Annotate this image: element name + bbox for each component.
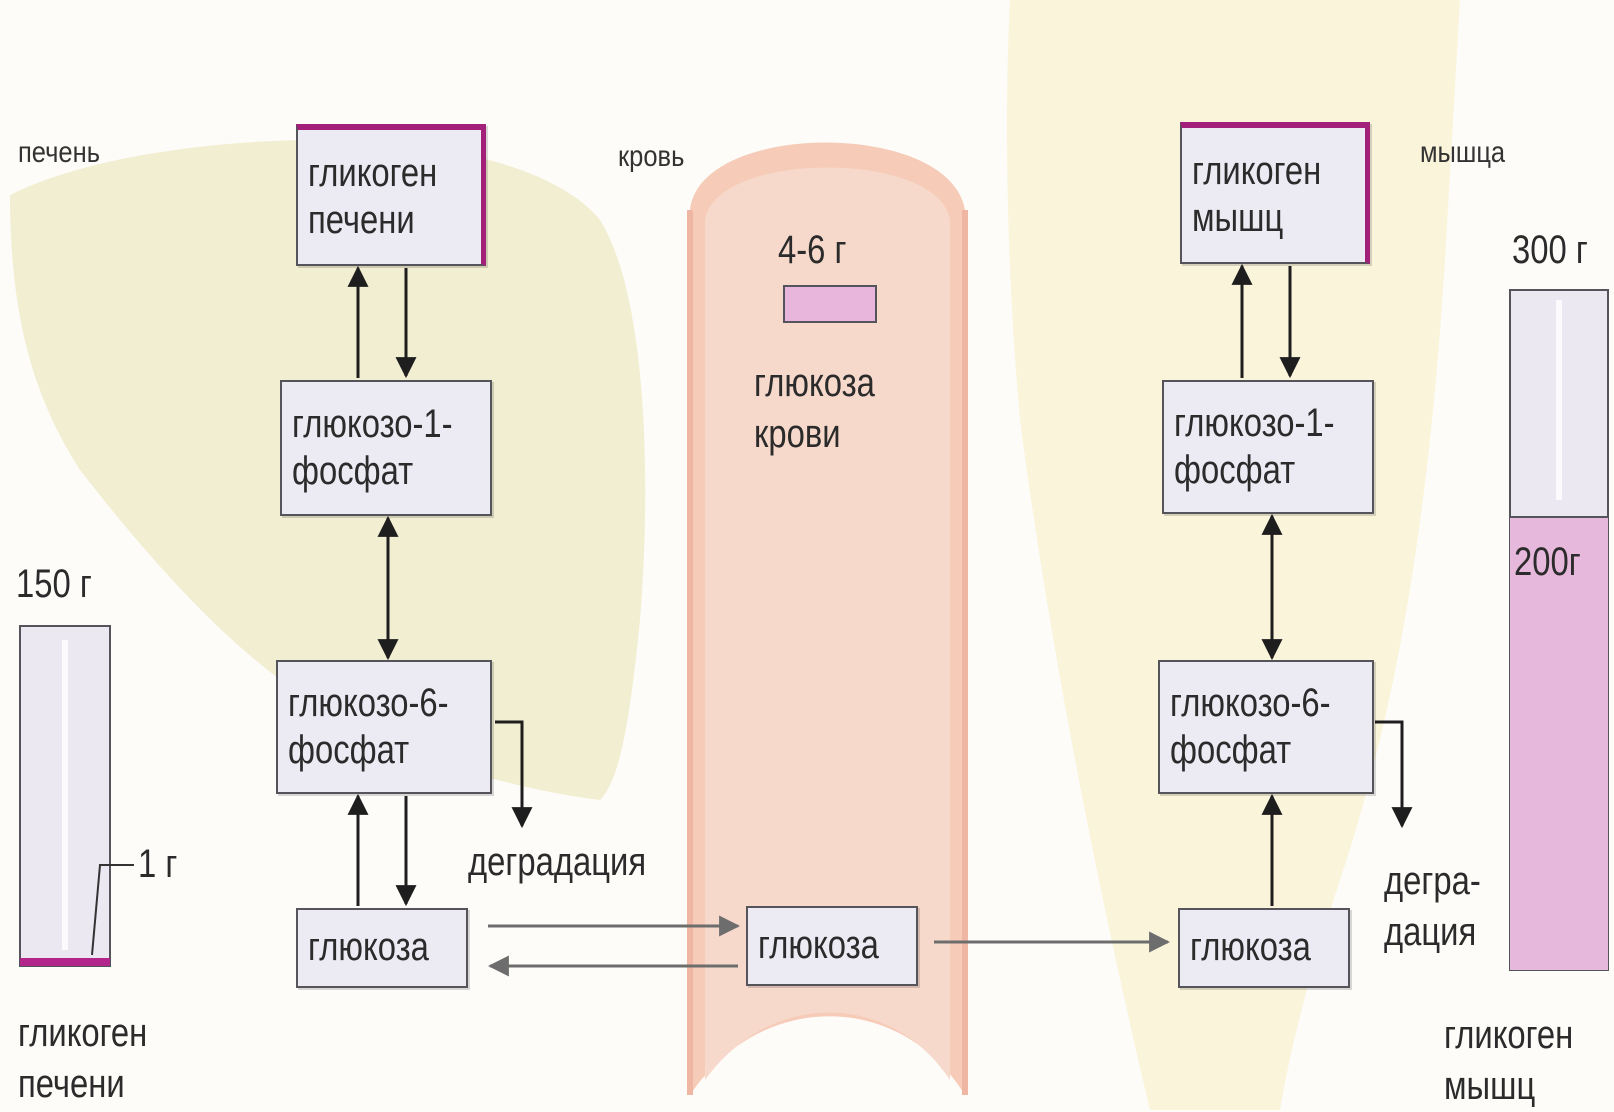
- muscle-gauge-caption: гликоген мышц: [1444, 1010, 1573, 1112]
- liver-glycogen-gauge: [20, 626, 134, 966]
- liver-g6p-box: глюкозо-6- фосфат: [276, 660, 492, 794]
- muscle-glycogen-gauge: [1510, 290, 1608, 970]
- liver-glycogen-box: гликоген печени: [296, 124, 486, 266]
- liver-g1p-label: глюкозо-1- фосфат: [292, 401, 453, 495]
- blood-glucose-label: глюкоза крови: [754, 358, 875, 460]
- liver-gauge-caption: гликоген печени: [18, 1008, 147, 1110]
- muscle-glycogen-box: гликоген мышц: [1180, 122, 1370, 264]
- muscle-glucose-box: глюкоза: [1178, 908, 1350, 988]
- liver-glucose-label: глюкоза: [308, 924, 429, 971]
- blood-region-label: кровь: [618, 140, 684, 174]
- blood-glucose-box: глюкоза: [746, 906, 918, 986]
- muscle-glycogen-label: гликоген мышц: [1192, 148, 1321, 242]
- muscle-g1p-box: глюкозо-1- фосфат: [1162, 380, 1374, 514]
- muscle-glucose-label: глюкоза: [1190, 924, 1311, 971]
- muscle-g6p-label: глюкозо-6- фосфат: [1170, 680, 1331, 774]
- liver-gauge-total: 150 г: [16, 560, 92, 608]
- blood-glucose-swatch: [784, 286, 876, 322]
- muscle-gauge-level: 200г: [1514, 538, 1581, 586]
- muscle-region-label: мышца: [1420, 136, 1505, 170]
- liver-gauge-marker: 1 г: [138, 840, 177, 888]
- muscle-gauge-total: 300 г: [1512, 226, 1588, 274]
- liver-g1p-box: глюкозо-1- фосфат: [280, 380, 492, 516]
- liver-degradation-label: деградация: [468, 838, 646, 886]
- liver-glycogen-label: гликоген печени: [308, 150, 437, 244]
- blood-glucose-box-label: глюкоза: [758, 922, 879, 969]
- blood-glucose-amount: 4-6 г: [778, 226, 846, 274]
- muscle-g6p-box: глюкозо-6- фосфат: [1158, 660, 1374, 794]
- liver-g6p-label: глюкозо-6- фосфат: [288, 680, 449, 774]
- liver-glucose-box: глюкоза: [296, 908, 468, 988]
- muscle-g1p-label: глюкозо-1- фосфат: [1174, 400, 1335, 494]
- liver-gauge-fill: [20, 958, 110, 966]
- muscle-degradation-label: дегра- дация: [1384, 856, 1481, 958]
- liver-region-label: печень: [18, 136, 100, 170]
